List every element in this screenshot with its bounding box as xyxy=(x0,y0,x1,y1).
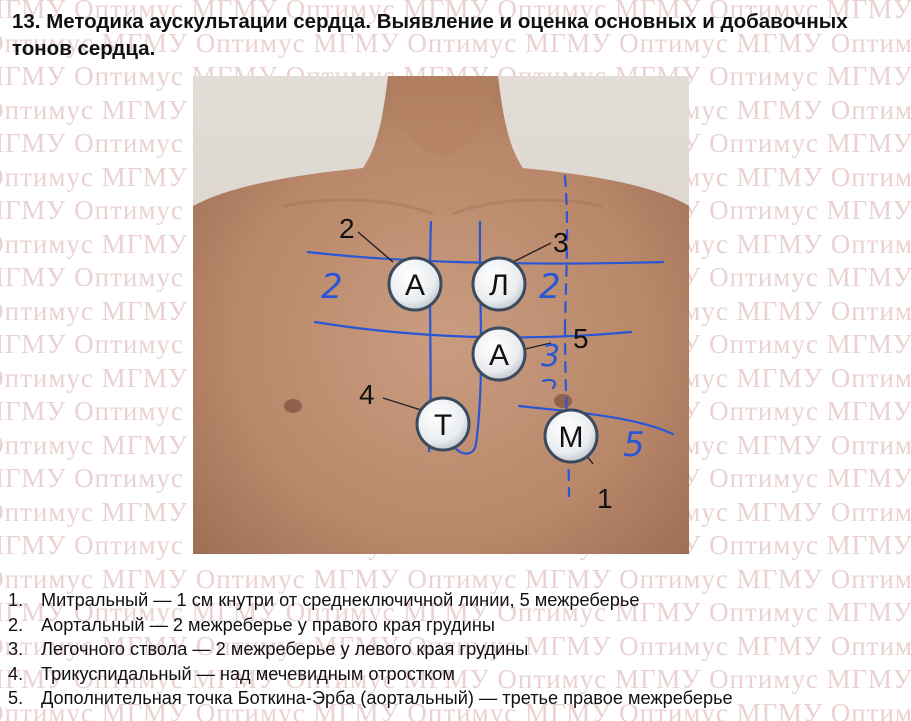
marker-botkin-erb: А xyxy=(471,326,527,382)
svg-text:Т: Т xyxy=(434,409,452,442)
list-item-text: Митральный — 1 см кнутри от среднеключич… xyxy=(41,590,640,610)
number-label-4: 4 xyxy=(359,379,375,410)
handwritten-2-left: 2 xyxy=(539,267,561,307)
list-item-text: Легочного ствола — 2 межреберье у левого… xyxy=(41,639,529,659)
list-item-number: 4. xyxy=(8,663,24,684)
list-item-number: 5. xyxy=(8,688,24,708)
list-item: 5. Дополнительная точка Боткина-Эрба (ао… xyxy=(8,686,733,711)
marker-pulmonary: Л xyxy=(471,256,527,312)
list-item-number: 1. xyxy=(8,590,24,610)
number-label-2: 2 xyxy=(339,213,355,244)
handwritten-5: 5 xyxy=(623,425,645,465)
number-label-1: 1 xyxy=(597,483,613,514)
svg-text:М: М xyxy=(559,421,584,454)
handwritten-2-right: 2 xyxy=(321,267,343,307)
number-label-5: 5 xyxy=(573,323,589,354)
marker-aortic: А xyxy=(387,256,443,312)
chest-auscultation-figure: 2 2 3 5 2 3 5 4 1 А Л А xyxy=(193,76,689,554)
page-title: 13. Методика аускультации сердца. Выявле… xyxy=(12,10,848,60)
list-item-text: Аортальный — 2 межреберье у правого края… xyxy=(41,614,495,635)
list-item-number: 2. xyxy=(8,614,24,635)
marker-tricuspid: Т xyxy=(415,396,471,452)
list-item: 4. Трикуспидальный — над мечевидным отро… xyxy=(8,662,733,687)
auscultation-points-list: 1. Митральный — 1 см кнутри от среднеклю… xyxy=(8,588,733,711)
number-label-3: 3 xyxy=(553,227,569,258)
handwritten-3: 3 xyxy=(541,339,560,374)
svg-text:А: А xyxy=(489,339,509,372)
list-item-number: 3. xyxy=(8,639,24,659)
list-item-text: Трикуспидальный — над мечевидным отростк… xyxy=(41,663,455,684)
list-item-text: Дополнительная точка Боткина-Эрба (аорта… xyxy=(41,688,733,708)
marker-mitral: М xyxy=(543,408,599,464)
list-item: 3. Легочного ствола — 2 межреберье у лев… xyxy=(8,637,733,662)
svg-text:Л: Л xyxy=(489,269,509,302)
svg-text:А: А xyxy=(405,269,425,302)
list-item: 1. Митральный — 1 см кнутри от среднеклю… xyxy=(8,588,733,613)
list-item: 2. Аортальный — 2 межреберье у правого к… xyxy=(8,613,733,638)
